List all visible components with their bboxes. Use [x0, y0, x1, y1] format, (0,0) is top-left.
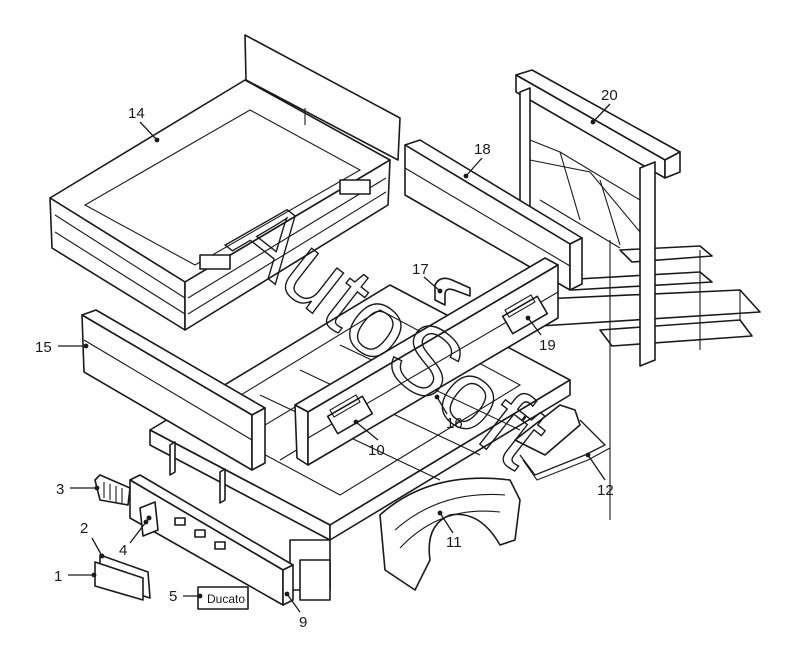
u-hook	[434, 277, 471, 306]
callout-2: 2	[80, 520, 88, 537]
side-board-right	[294, 257, 559, 466]
callout-19: 19	[539, 337, 556, 354]
callout-5: 5	[169, 588, 177, 605]
wheel-arch	[379, 477, 521, 591]
callout-12: 12	[597, 482, 614, 499]
side-board-left	[81, 309, 266, 471]
callout-18: 18	[474, 141, 491, 158]
callout-14: 14	[128, 105, 145, 122]
callout-4: 4	[119, 542, 127, 559]
callout-17: 17	[412, 261, 429, 278]
callout-3: 3	[56, 481, 64, 498]
nameplate-text: Ducato	[207, 592, 245, 606]
callout-16: 16	[446, 415, 463, 432]
reflector-lens	[94, 561, 144, 601]
callout-20: 20	[601, 87, 618, 104]
cab-guard-frame	[515, 69, 681, 367]
callout-11: 11	[446, 534, 462, 551]
callout-10: 10	[368, 442, 385, 459]
callout-15: 15	[35, 339, 52, 356]
callout-1: 1	[54, 568, 62, 585]
lamp-bracket	[139, 501, 159, 537]
callout-9: 9	[299, 614, 307, 631]
callout-leaders	[58, 103, 611, 613]
tipper-body	[49, 34, 401, 331]
tube-bracket	[514, 404, 611, 481]
nameplate: Ducato	[197, 586, 249, 610]
tail-lamp	[94, 474, 131, 506]
rear-tailboard	[404, 139, 583, 291]
callout-numbers: 1 2 3 4 5 9 10 11 12 14 15 16 17 18 19 2…	[35, 87, 618, 631]
rear-bumper	[129, 474, 294, 606]
